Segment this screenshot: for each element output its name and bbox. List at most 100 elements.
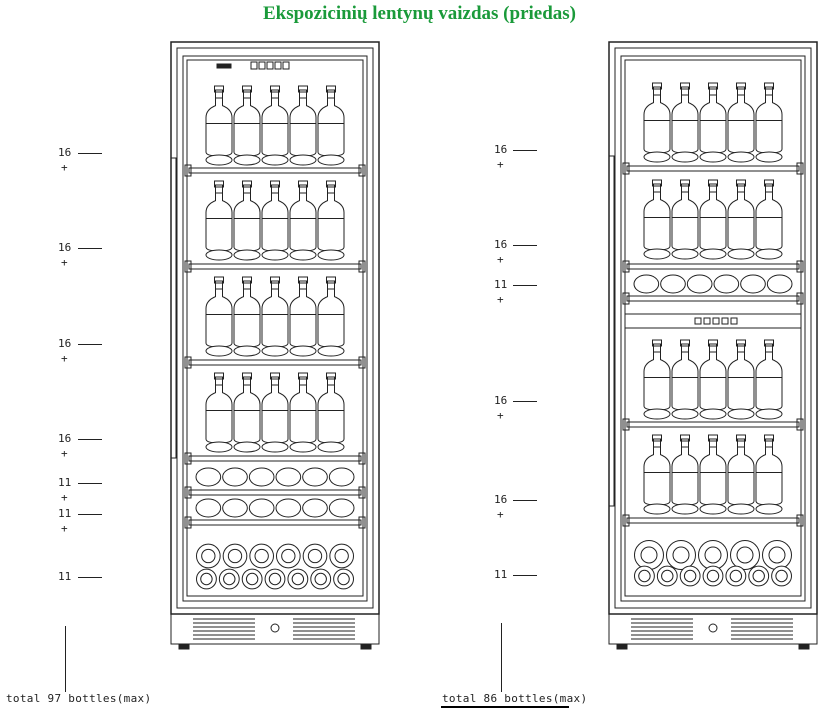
bottle-cap — [298, 372, 308, 380]
bottle-punt — [314, 572, 327, 586]
bottle-cap — [680, 82, 690, 90]
bottle-cap — [242, 85, 252, 93]
shelf-bracket — [358, 452, 366, 465]
bottle-base — [671, 503, 699, 515]
shelf-bracket — [796, 292, 804, 305]
shelf-bracket — [358, 164, 366, 177]
bottle-base — [289, 249, 317, 261]
bottle-bottom — [218, 568, 240, 590]
shelf-bracket — [184, 356, 192, 369]
door-handle — [608, 155, 615, 507]
shelf-bracket — [358, 486, 366, 499]
bottle-base — [755, 248, 783, 260]
bottle-base — [289, 154, 317, 166]
control-button — [282, 61, 290, 70]
control-button — [258, 61, 266, 70]
shelf — [626, 295, 800, 302]
foot — [798, 643, 810, 650]
bottle-base — [289, 345, 317, 357]
bottle-cap — [652, 82, 662, 90]
bottle-bottom — [698, 540, 728, 570]
bottle-cap — [214, 180, 224, 188]
bottle-base — [643, 503, 671, 515]
bottle-cap — [764, 339, 774, 347]
bottle-base — [643, 408, 671, 420]
bottle-base — [671, 248, 699, 260]
interior — [186, 59, 364, 597]
bottle-cap — [680, 434, 690, 442]
shelf-bracket — [796, 418, 804, 431]
lying-bottle — [328, 467, 355, 487]
control-button — [730, 317, 738, 325]
shelf-bracket — [184, 486, 192, 499]
bottle-cap — [214, 85, 224, 93]
door-frame — [614, 47, 812, 609]
bottle-cap — [708, 179, 718, 187]
control-button — [266, 61, 274, 70]
bottle-base — [699, 248, 727, 260]
bottle-bottom — [633, 565, 655, 587]
leader-line — [513, 150, 537, 151]
lying-bottle — [686, 274, 713, 294]
shelf-bracket — [358, 260, 366, 273]
bottle-cap — [270, 180, 280, 188]
lying-bottle — [302, 498, 328, 518]
control-button — [721, 317, 729, 325]
shelf-bracket — [622, 162, 630, 175]
bottle-base — [317, 345, 345, 357]
bottle-bottom — [310, 568, 332, 590]
bottle-base — [261, 345, 289, 357]
base-panel — [170, 613, 380, 645]
bottle-cap — [708, 82, 718, 90]
bottle-cap — [764, 179, 774, 187]
bottle-cap — [736, 179, 746, 187]
total-pointer-line — [65, 626, 66, 692]
bottle-bottom — [264, 568, 286, 590]
bottle-base — [317, 441, 345, 453]
bottle-cap — [214, 372, 224, 380]
leader-line — [78, 153, 102, 154]
left-total-label: total 97 bottles(max) — [6, 692, 152, 705]
lock-icon — [708, 623, 718, 633]
leader-line — [78, 248, 102, 249]
bottle-punt — [307, 548, 323, 564]
bottle-cap — [242, 180, 252, 188]
glass-pane — [182, 55, 368, 602]
right-shelf-1-count: 16 — [494, 143, 508, 156]
right-shelf-6-count: 11 — [494, 568, 508, 581]
wine-cabinet-left — [170, 41, 380, 650]
control-button — [250, 61, 258, 70]
bottle-base — [727, 151, 755, 163]
lock-icon — [270, 623, 280, 633]
lying-bottle — [302, 467, 328, 487]
bottle-bottom — [222, 543, 248, 569]
bottle-punt — [661, 569, 674, 583]
bottle-bottom — [195, 568, 217, 590]
bottle-base — [699, 151, 727, 163]
bottle-cap — [298, 85, 308, 93]
bottle-punt — [736, 546, 754, 564]
bottle-cap — [652, 179, 662, 187]
wine-cabinet-right — [608, 41, 818, 650]
bottle-punt — [706, 569, 720, 583]
left-shelf-5-count: 11 — [58, 476, 72, 489]
bottle-bottom — [287, 568, 309, 590]
bottle-cap — [680, 179, 690, 187]
lying-bottle — [222, 467, 248, 487]
left-shelf-1-count: 16 — [58, 146, 72, 159]
left-shelf-6-count: 11 — [58, 507, 72, 520]
cabinet-drawing — [170, 41, 380, 650]
base-panel — [608, 613, 818, 645]
bottle-bottom — [241, 568, 263, 590]
shelf-bracket — [622, 514, 630, 527]
bottle-punt — [227, 548, 243, 564]
bottle-punt — [775, 569, 788, 583]
bottle-punt — [200, 572, 213, 586]
bottle-cap — [270, 276, 280, 284]
shelf-bracket — [796, 260, 804, 273]
control-button — [703, 317, 711, 325]
bottle-bottom — [748, 565, 770, 587]
bottle-cap — [326, 85, 336, 93]
bottle-base — [755, 151, 783, 163]
bottle-punt — [337, 572, 350, 586]
